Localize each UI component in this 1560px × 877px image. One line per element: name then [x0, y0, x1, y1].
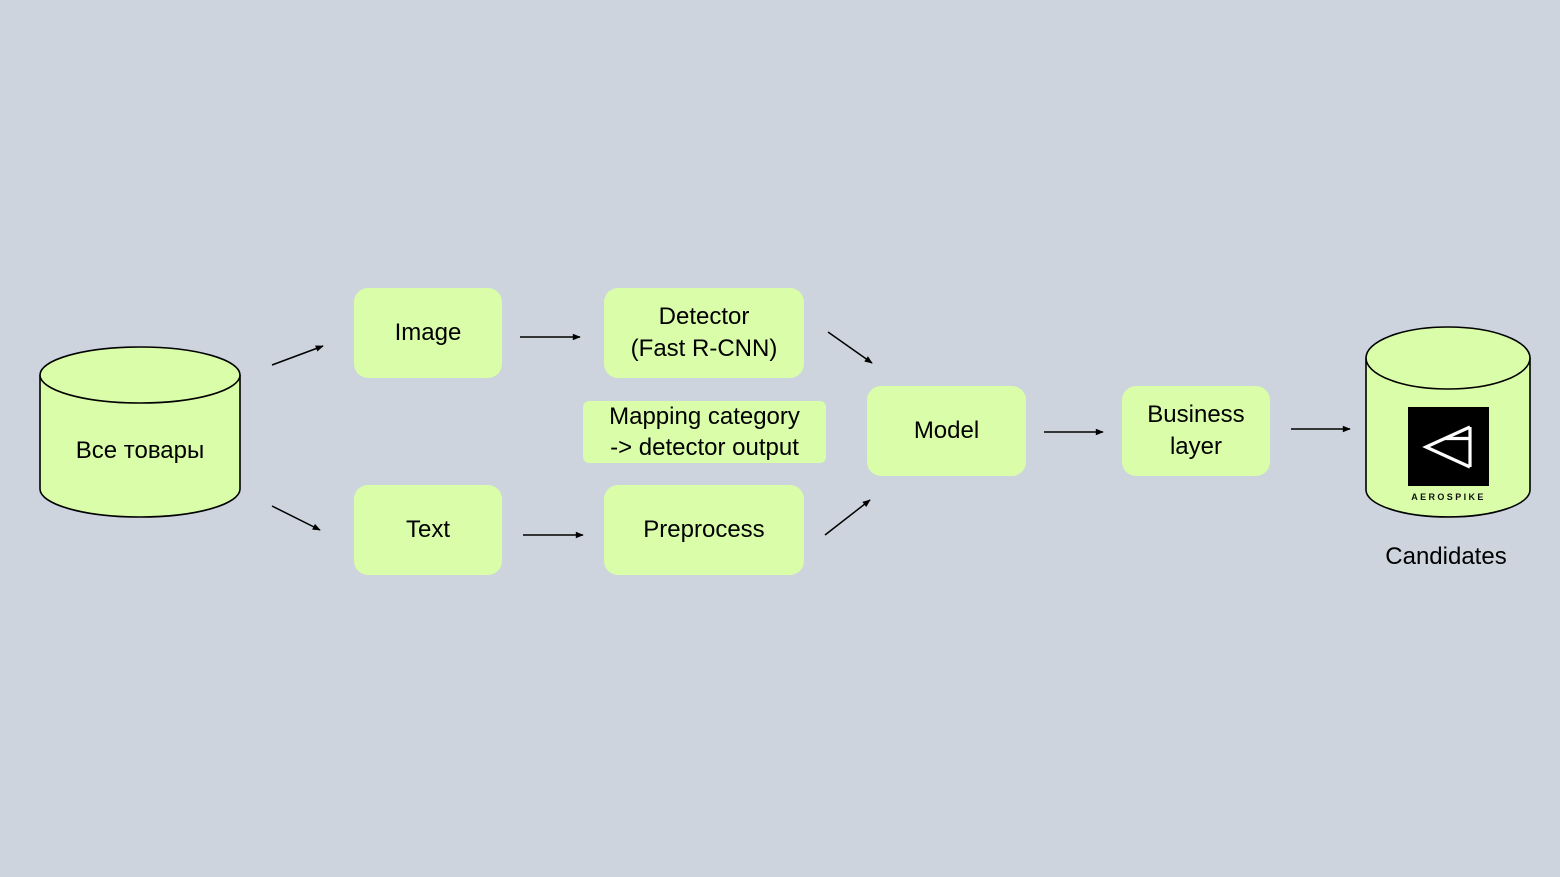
detector-node-line1: Detector	[658, 303, 750, 330]
preprocess-node: Preprocess	[604, 485, 804, 575]
image-node-label: Image	[394, 319, 462, 346]
detector-node: Detector (Fast R-CNN)	[604, 288, 804, 378]
business-node: Business layer	[1122, 386, 1270, 476]
text-node: Text	[354, 485, 502, 575]
aerospike-glyph-icon	[1422, 425, 1472, 469]
source-cylinder	[39, 346, 241, 518]
business-node-line1: Business	[1147, 401, 1245, 428]
aerospike-logo-text: AEROSPIKE	[1411, 492, 1486, 502]
arrow-detector-to-model	[827, 331, 873, 364]
model-node-label: Model	[913, 417, 980, 444]
preprocess-node-label: Preprocess	[643, 516, 765, 543]
text-node-label: Text	[405, 516, 450, 543]
mapping-node-line1: Mapping category	[609, 403, 800, 430]
mapping-node-line2: -> detector output	[610, 434, 799, 461]
model-node: Model	[867, 386, 1026, 476]
arrow-preprocess-to-model	[824, 499, 871, 536]
aerospike-logo-icon	[1408, 407, 1489, 486]
business-node-line2: layer	[1169, 433, 1222, 460]
arrow-source-to-text	[271, 505, 321, 531]
arrow-source-to-image	[271, 345, 324, 366]
detector-node-line2: (Fast R-CNN)	[630, 335, 778, 362]
candidates-label: Candidates	[1385, 543, 1507, 570]
source-label: Все товары	[75, 437, 205, 464]
image-node: Image	[354, 288, 502, 378]
mapping-node: Mapping category -> detector output	[583, 401, 826, 463]
